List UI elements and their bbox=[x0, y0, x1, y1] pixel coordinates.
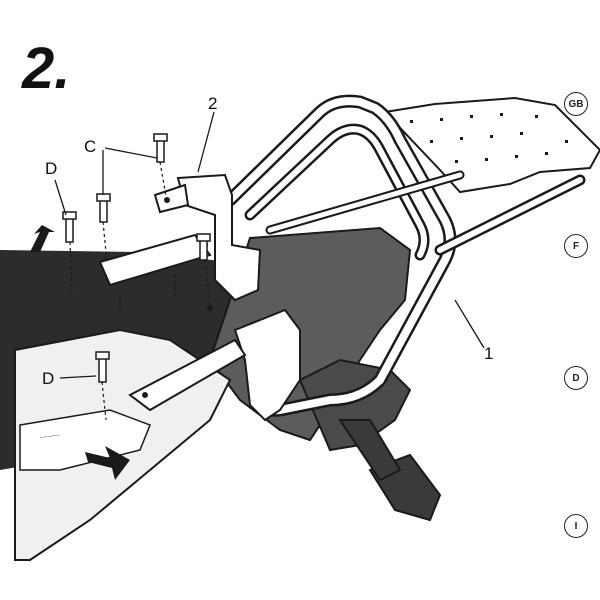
tail-stem bbox=[338, 419, 402, 482]
svg-text:~~~~~: ~~~~~ bbox=[39, 432, 60, 442]
language-badge-i: I bbox=[564, 514, 588, 538]
language-badge-gb: GB bbox=[564, 92, 588, 116]
callout-part-1: 1 bbox=[484, 344, 494, 363]
step-number: 2. bbox=[22, 36, 71, 101]
language-badge-f: F bbox=[564, 234, 588, 258]
callout-part-2: 2 bbox=[208, 94, 218, 113]
arrow-down-icon bbox=[85, 446, 130, 480]
screws-d bbox=[62, 211, 211, 383]
callout-screws-d-top: D bbox=[45, 159, 58, 178]
arrow-up-icon bbox=[30, 225, 55, 252]
language-badge-d: D bbox=[564, 366, 588, 390]
bracket bbox=[176, 173, 262, 302]
rack-side-plate bbox=[233, 308, 301, 422]
screws-c bbox=[96, 133, 168, 223]
callout-screws-d-bottom: D bbox=[42, 369, 55, 388]
top-plate bbox=[382, 96, 600, 194]
callout-screws-c: C bbox=[84, 137, 97, 156]
